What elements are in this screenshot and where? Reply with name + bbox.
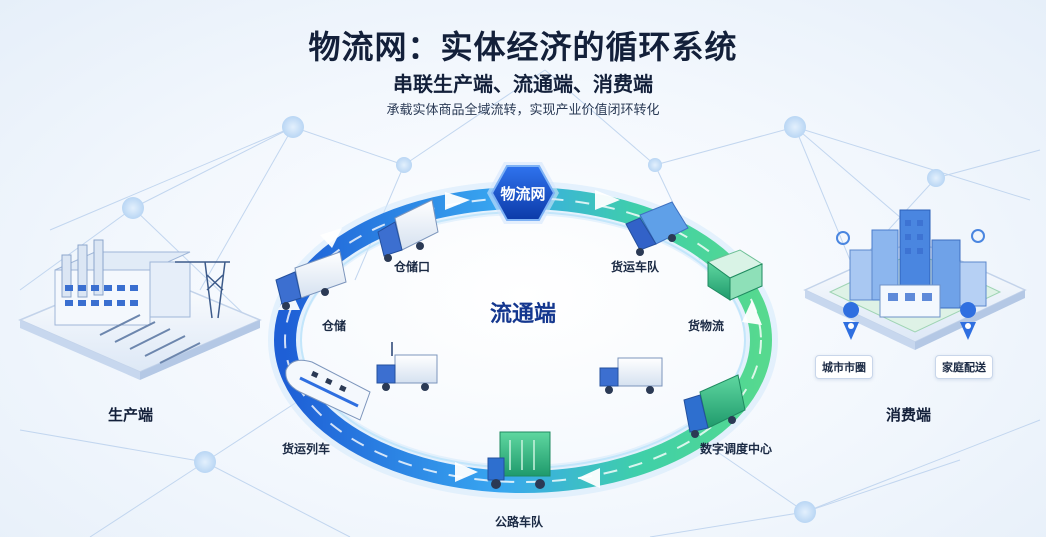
- warehouse-port-label: 仓储口: [394, 260, 431, 274]
- flow-arrow-icon: [455, 462, 478, 482]
- network-node: [794, 501, 816, 523]
- truck-icon: [376, 342, 438, 391]
- truck-icon: [625, 201, 689, 256]
- circulation-label: 流通端: [489, 302, 556, 327]
- network-node: [784, 116, 806, 138]
- network-node: [396, 157, 412, 173]
- freight-fleet-label: 货运车队: [611, 260, 660, 274]
- hub-label: 物流网: [500, 184, 546, 203]
- network-node: [282, 116, 304, 138]
- flow-arrow-icon: [595, 190, 620, 210]
- freight-train-label: 货运列车: [282, 442, 331, 456]
- production-end-label: 生产端: [108, 406, 154, 424]
- page-subtitle: 串联生产端、流通端、消费端: [393, 72, 653, 96]
- page-tagline: 承载实体商品全域流转，实现产业价值闭环转化: [386, 103, 660, 118]
- page-title: 物流网：实体经济的循环系统: [308, 28, 738, 66]
- container-icon: [706, 249, 764, 301]
- truck-icon: [599, 357, 663, 394]
- truck-icon: [275, 251, 347, 310]
- hub-node: 物流网: [485, 160, 561, 226]
- location-pin-icon: [843, 302, 860, 340]
- network-node: [194, 451, 216, 473]
- train-icon: [285, 359, 371, 421]
- hexagon-icon: [487, 162, 559, 224]
- home-delivery-tag: 家庭配送: [935, 355, 993, 379]
- factory-icon: [18, 239, 262, 380]
- consumption-end-label: 消费端: [886, 406, 932, 424]
- dispatch-center-label: 数字调度中心: [700, 442, 773, 456]
- road-fleet-label: 公路车队: [495, 515, 544, 529]
- flow-arrow-icon: [445, 192, 470, 210]
- flow-arrow-icon: [320, 228, 342, 248]
- truck-icon: [683, 374, 746, 438]
- truck-icon: [487, 431, 551, 489]
- location-pin-icon: [960, 302, 977, 340]
- cargo-flow-label: 货物流: [688, 319, 725, 333]
- city-icon: [803, 209, 1027, 350]
- network-node: [122, 197, 144, 219]
- flow-arrow-icon: [578, 468, 600, 488]
- network-nodes: [122, 116, 945, 523]
- network-node: [648, 158, 662, 172]
- flow-arrow-icon: [742, 300, 762, 325]
- truck-icon: [377, 199, 439, 262]
- storage-label: 仓储: [322, 319, 347, 333]
- city-area-tag: 城市市圈: [815, 355, 873, 379]
- network-node: [927, 169, 945, 187]
